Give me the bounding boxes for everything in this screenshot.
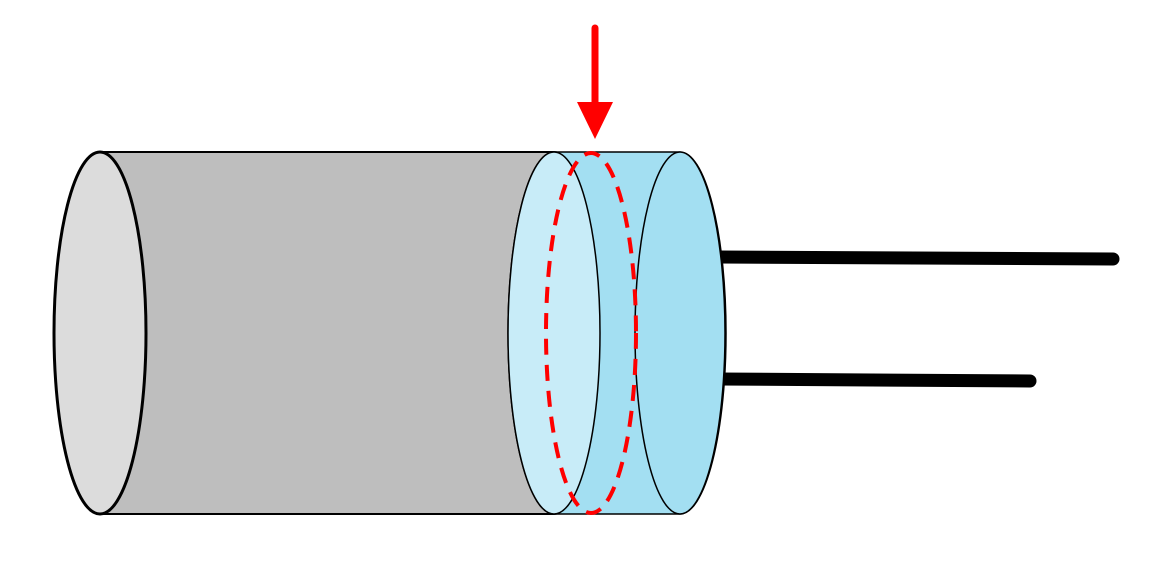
blue-inner-face: [507, 151, 601, 515]
dashed-seam-marker: [544, 151, 638, 515]
gray-left-face: [52, 150, 148, 516]
gray-cylinder-body: [52, 150, 601, 516]
indicator-arrow: [577, 24, 613, 139]
lead-wire-bottom: [711, 372, 1037, 388]
lead-wire-top: [711, 250, 1120, 266]
blue-end-cap: [507, 151, 727, 515]
blue-right-face: [634, 151, 726, 515]
lead-wires: [711, 250, 1120, 388]
arrow-head: [577, 102, 613, 139]
